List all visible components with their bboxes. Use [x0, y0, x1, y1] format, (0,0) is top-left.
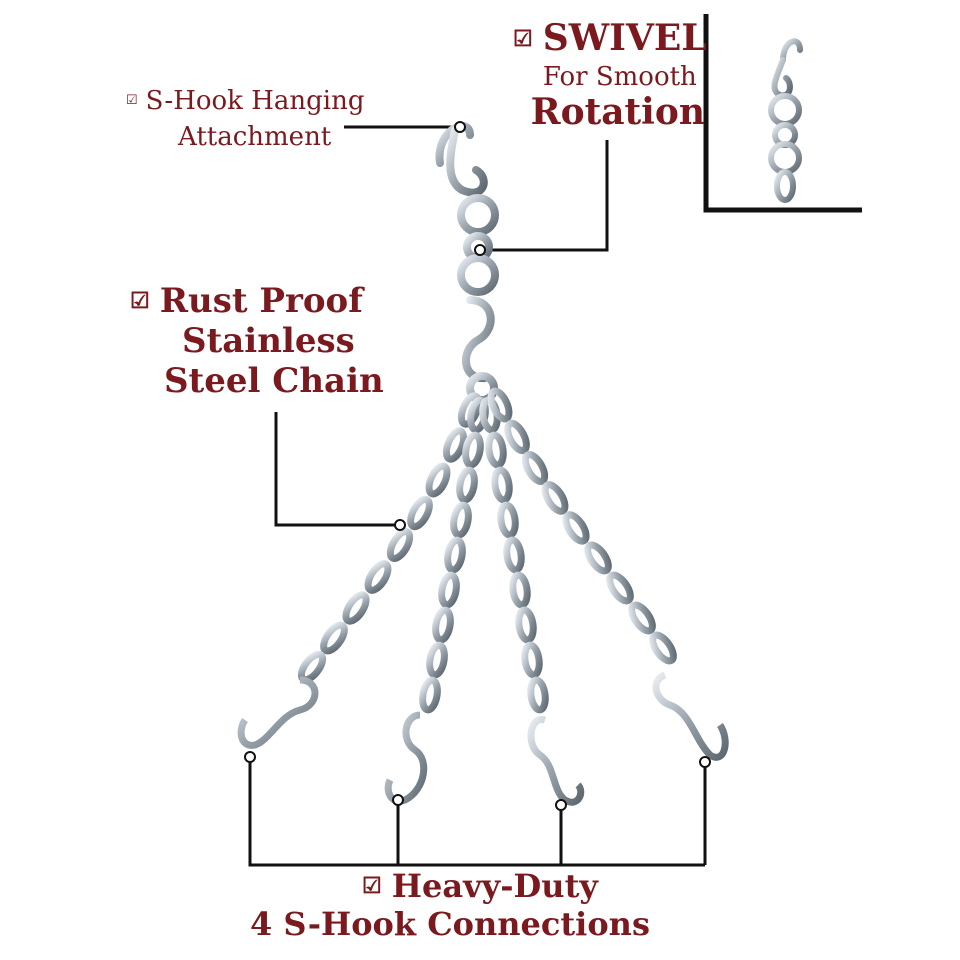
swivel-line3: Rotation [530, 91, 706, 133]
heavy-duty-label: ☑ Heavy-Duty 4 S-Hook Connections [250, 870, 650, 940]
marker-hook-1 [244, 751, 256, 763]
inset-swivel-icon [768, 38, 803, 203]
checkbox-check-icon: ☑ [513, 26, 533, 52]
rust-proof-label: ☑ Rust Proof Stainless Steel Chain [130, 284, 384, 398]
chain-s-hook-icon [461, 296, 498, 404]
s-hook-label: ☑ S-Hook Hanging Attachment [126, 88, 364, 150]
checkbox-check-icon: ☑ [126, 93, 138, 108]
s-hook-label-line2: Attachment [178, 122, 332, 152]
chain-2 [384, 396, 489, 805]
swivel-title: SWIVEL [542, 17, 707, 59]
rust-line3: Steel Chain [164, 361, 384, 401]
swivel-label: ☑ SWIVEL For Smooth Rotation [485, 20, 707, 130]
marker-hook-3 [555, 799, 567, 811]
checkbox-check-icon: ☑ [362, 873, 382, 899]
callout-swivel [480, 140, 609, 252]
callout-lines [248, 125, 707, 867]
swivel-icon [457, 194, 499, 296]
chains [237, 387, 729, 806]
checkbox-check-icon: ☑ [130, 288, 150, 314]
top-s-hook-icon [435, 122, 488, 197]
callout-hooks [248, 757, 707, 867]
marker-rust [394, 519, 406, 531]
chain-4 [487, 387, 729, 761]
chain-1 [237, 392, 483, 749]
swivel-detail-inset [703, 14, 862, 213]
s-hook-label-line1: S-Hook Hanging [145, 86, 365, 116]
heavy-line1: Heavy-Duty [391, 867, 598, 905]
callout-rust [274, 412, 400, 527]
heavy-line2: 4 S-Hook Connections [250, 905, 650, 943]
rust-line1: Rust Proof [159, 281, 363, 321]
rust-line2: Stainless [182, 321, 355, 361]
callout-markers [244, 121, 711, 811]
marker-hook-4 [699, 756, 711, 768]
chain-3 [479, 396, 585, 806]
marker-hook-2 [392, 794, 404, 806]
swivel-line2: For Smooth [542, 62, 697, 92]
marker-shook [454, 121, 466, 133]
marker-swivel [474, 244, 486, 256]
